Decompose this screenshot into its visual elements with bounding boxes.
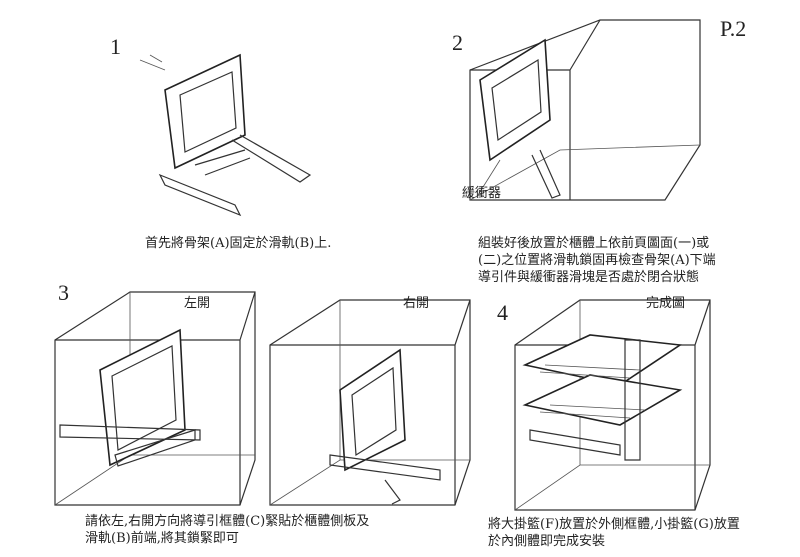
- step1-caption: 首先將骨架(A)固定於滑軌(B)上.: [145, 236, 332, 251]
- step1-frame-illustration: [139, 53, 312, 217]
- step3-left-cabinet-illustration: [54, 291, 256, 506]
- step2-caption-line2: (二)之位置將滑軌鎖固再檢查骨架(A)下端: [478, 253, 716, 268]
- step1-number: 1: [110, 34, 121, 59]
- step4-caption-line1: 將大掛籃(F)放置於外側框體,小掛籃(G)放置: [488, 517, 740, 532]
- step3-right-cabinet-illustration: [269, 299, 471, 506]
- step2-caption-line1: 組裝好後放置於櫃體上依前頁圖面(一)或: [478, 236, 710, 251]
- step3-number: 3: [58, 280, 69, 305]
- step2-cabinet-illustration: [469, 19, 701, 201]
- step2-number: 2: [452, 30, 463, 55]
- right-open-label: 右開: [403, 296, 430, 311]
- left-open-label: 左開: [184, 296, 211, 311]
- buffer-callout: 緩衝器: [462, 186, 502, 201]
- step3-caption-line1: 請依左,右開方向將導引框體(C)緊貼於櫃體側板及: [85, 514, 370, 529]
- step4-caption-line2: 於內側體即完成安裝: [488, 534, 606, 549]
- step4-finished-cabinet-illustration: [514, 299, 711, 511]
- step3-caption-line2: 滑軌(B)前端,將其鎖緊即可: [85, 531, 239, 546]
- finished-view-label: 完成圖: [646, 296, 686, 311]
- page-label: P.2: [720, 16, 747, 41]
- step4-number: 4: [497, 300, 508, 325]
- step2-caption-line3: 導引件與緩衝器滑塊是否處於閉合狀態: [478, 270, 700, 285]
